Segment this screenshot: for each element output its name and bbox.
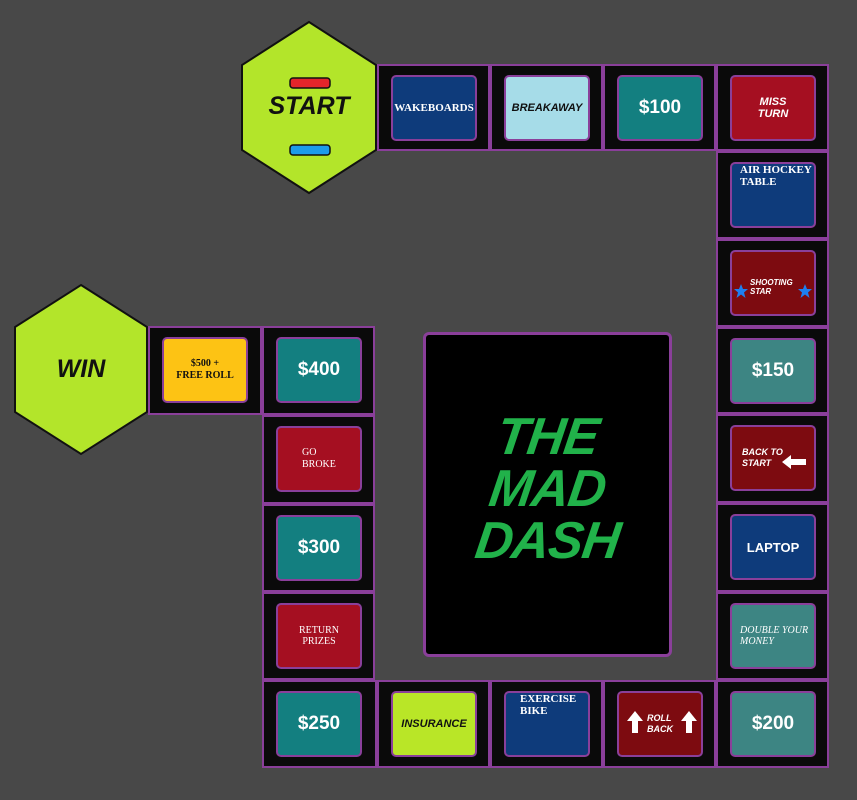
space-double-money[interactable]: DOUBLE YOUR MONEY	[716, 592, 829, 680]
space-insurance[interactable]: INSURANCE	[377, 680, 490, 768]
double-money-line1: DOUBLE YOUR	[740, 625, 809, 636]
roll-back-line1: ROLL	[647, 713, 672, 723]
shooting-star-text: SHOOTING STAR	[750, 278, 793, 296]
space-back-to-start[interactable]: BACK TO START	[716, 414, 829, 503]
space-roll-back[interactable]: ROLL BACK	[603, 680, 716, 768]
tile-300[interactable]: $300	[276, 515, 362, 581]
space-laptop[interactable]: LAPTOP	[716, 503, 829, 592]
tile-wakeboards[interactable]: WAKEBOARDS	[391, 75, 477, 141]
space-go-broke[interactable]: GO BROKE	[262, 415, 375, 504]
roll-back-line2: BACK	[647, 724, 673, 734]
space-shooting-star[interactable]: SHOOTING STAR	[716, 239, 829, 327]
tile-breakaway[interactable]: BREAKAWAY	[504, 75, 590, 141]
tile-miss-turn[interactable]: MISS TURN	[730, 75, 816, 141]
free-roll-line2: FREE ROLL	[176, 370, 234, 381]
logo-line-1: THE	[492, 408, 603, 466]
shooting-star-line2: STAR	[750, 287, 772, 296]
tile-250[interactable]: $250	[276, 691, 362, 757]
space-free-roll[interactable]: $500 + FREE ROLL	[148, 326, 262, 415]
back-to-start-line1: BACK TO	[742, 447, 783, 457]
star-icon	[798, 284, 812, 298]
logo-line-2: MAD	[485, 460, 610, 518]
start-space[interactable]: START	[240, 20, 378, 195]
space-100[interactable]: $100	[603, 64, 716, 151]
win-hexagon-icon	[14, 283, 148, 456]
shooting-star-line1: SHOOTING	[750, 278, 793, 287]
arrow-up-icon	[627, 711, 643, 721]
go-broke-line2: BROKE	[302, 459, 336, 470]
space-300[interactable]: $300	[262, 504, 375, 592]
arrow-up-stem	[686, 721, 692, 733]
tile-back-to-start[interactable]: BACK TO START	[730, 425, 816, 491]
tile-free-roll[interactable]: $500 + FREE ROLL	[162, 337, 248, 403]
exercise-bike-line1: EXERCISE	[520, 693, 577, 705]
miss-turn-line2: TURN	[757, 108, 789, 120]
tile-150[interactable]: $150	[730, 338, 816, 404]
board-logo-panel: THE MAD DASH	[423, 332, 672, 657]
return-prizes-line2: PRIZES	[302, 636, 336, 647]
space-250[interactable]: $250	[262, 680, 377, 768]
tile-200[interactable]: $200	[730, 691, 816, 757]
air-hockey-line1: AIR HOCKEY	[740, 164, 812, 176]
double-money-line2: MONEY	[740, 636, 774, 647]
miss-turn-line1: MISS	[759, 96, 787, 108]
tile-laptop[interactable]: LAPTOP	[730, 514, 816, 580]
win-space[interactable]: WIN	[13, 283, 149, 456]
tile-shooting-star[interactable]: SHOOTING STAR	[730, 250, 816, 316]
win-label: WIN	[56, 355, 106, 383]
space-wakeboards[interactable]: WAKEBOARDS	[377, 64, 490, 151]
arrow-up-icon	[681, 711, 697, 721]
logo-line-3: DASH	[471, 512, 624, 570]
tile-double-money[interactable]: DOUBLE YOUR MONEY	[730, 603, 816, 669]
arrow-up-stem	[632, 721, 638, 733]
tile-insurance[interactable]: INSURANCE	[391, 691, 477, 757]
star-icon	[734, 284, 748, 298]
back-to-start-line2: START	[742, 458, 772, 468]
space-breakaway[interactable]: BREAKAWAY	[490, 64, 603, 151]
space-air-hockey[interactable]: AIR HOCKEY TABLE	[716, 151, 829, 239]
tile-100[interactable]: $100	[617, 75, 703, 141]
roll-back-text: ROLL BACK	[647, 713, 673, 735]
tile-go-broke[interactable]: GO BROKE	[276, 426, 362, 492]
free-roll-line1: $500 +	[190, 358, 220, 369]
tile-400[interactable]: $400	[276, 337, 362, 403]
space-150[interactable]: $150	[716, 327, 829, 414]
tile-air-hockey[interactable]: AIR HOCKEY TABLE	[730, 162, 816, 228]
space-400[interactable]: $400	[262, 326, 375, 415]
start-label: START	[268, 92, 350, 120]
space-200[interactable]: $200	[716, 680, 829, 768]
space-return-prizes[interactable]: RETURN PRIZES	[262, 592, 375, 680]
back-to-start-text: BACK TO START	[742, 447, 783, 469]
return-prizes-line1: RETURN	[299, 625, 339, 636]
tile-exercise-bike[interactable]: EXERCISE BIKE	[504, 691, 590, 757]
arrow-left-icon	[782, 455, 806, 469]
start-hexagon-icon	[241, 20, 377, 195]
tile-return-prizes[interactable]: RETURN PRIZES	[276, 603, 362, 669]
go-broke-line1: GO	[302, 447, 317, 458]
space-exercise-bike[interactable]: EXERCISE BIKE	[490, 680, 603, 768]
space-miss-turn[interactable]: MISS TURN	[716, 64, 829, 151]
tile-roll-back[interactable]: ROLL BACK	[617, 691, 703, 757]
exercise-bike-line2: BIKE	[520, 705, 548, 717]
air-hockey-line2: TABLE	[740, 176, 777, 188]
